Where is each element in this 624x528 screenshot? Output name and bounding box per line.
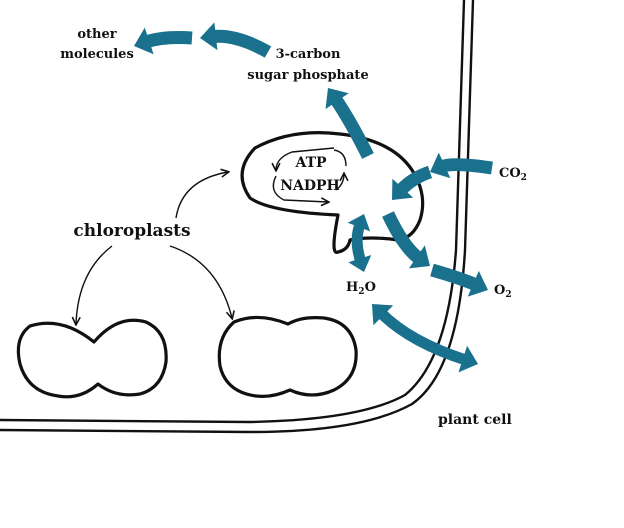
plant-cell-wall bbox=[0, 0, 475, 434]
chloroplast-main bbox=[240, 131, 425, 254]
h2o-chloroplast-arrow bbox=[347, 214, 372, 272]
o2-label: O2 bbox=[494, 283, 512, 300]
chloroplast-right bbox=[217, 315, 358, 398]
h2o-label: H2O bbox=[346, 280, 376, 297]
chloroplast-left bbox=[16, 318, 168, 399]
nadph-label: NADPH bbox=[280, 178, 340, 194]
sugar-to-other-arrow bbox=[200, 22, 272, 58]
other-to-molecules-arrow bbox=[134, 27, 193, 55]
chloroplasts-label: chloroplasts bbox=[73, 221, 190, 241]
flow-arrows bbox=[134, 22, 493, 373]
plant-cell-label: plant cell bbox=[438, 412, 512, 428]
chloroplast-to-sugar-arrow bbox=[325, 88, 374, 159]
chloroplast-to-o2-arrow bbox=[382, 211, 430, 269]
h2o-exchange-arrow bbox=[372, 304, 478, 373]
atp-nadph-cycle-arrows bbox=[273, 147, 346, 202]
co2-label: CO2 bbox=[499, 166, 527, 183]
sugar-phosphate-label: 3-carbon bbox=[276, 47, 341, 62]
sugar-phosphate-label-line2: sugar phosphate bbox=[247, 68, 368, 83]
atp-label: ATP bbox=[294, 155, 327, 171]
co2-to-chloroplast-arrow bbox=[392, 165, 433, 200]
co2-in-arrow bbox=[430, 152, 493, 179]
other-molecules-label: other bbox=[77, 27, 116, 42]
o2-out-arrow bbox=[430, 263, 488, 297]
other-molecules-label-line2: molecules bbox=[60, 47, 134, 62]
chloroplast-pointers bbox=[76, 172, 232, 324]
